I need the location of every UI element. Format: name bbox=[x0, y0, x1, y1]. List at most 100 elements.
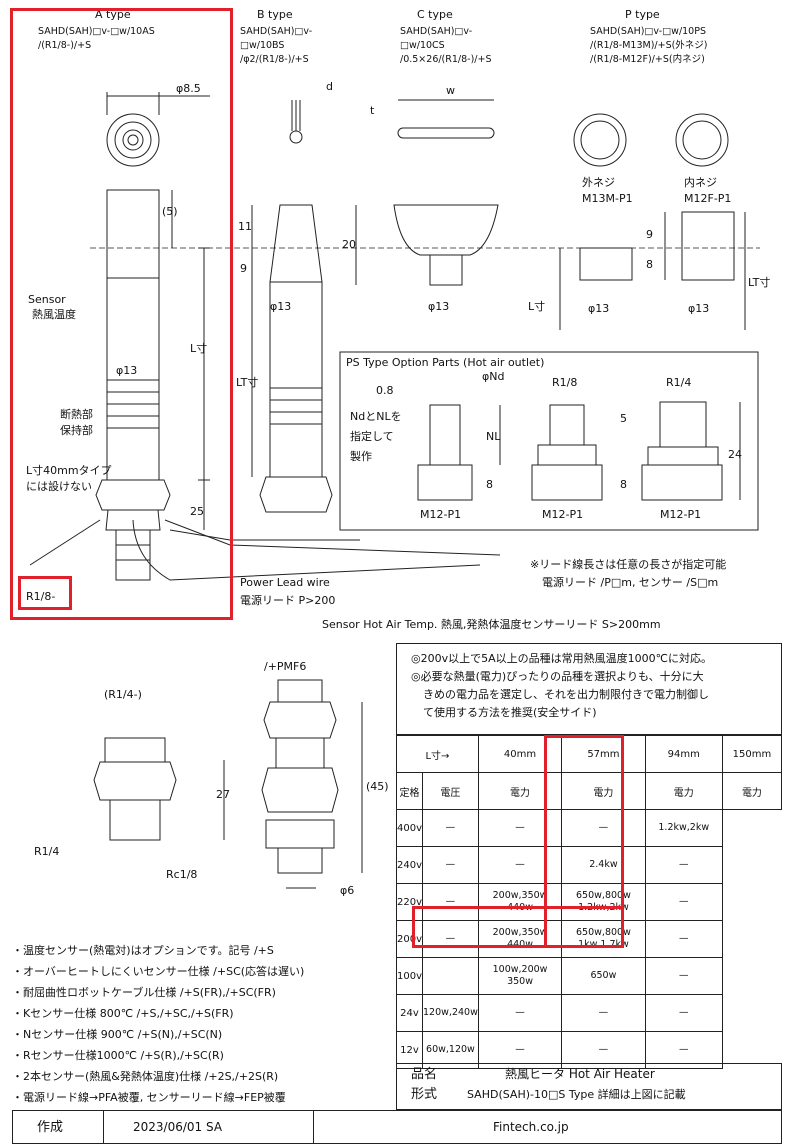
holder-label: 保持部 bbox=[60, 424, 93, 437]
dim-fortyfive: (45) bbox=[366, 780, 389, 793]
power-cell: — bbox=[561, 1031, 646, 1069]
power-cell bbox=[422, 957, 479, 995]
ps-part-1: M12-P1 bbox=[420, 508, 462, 521]
dim-0-8: 0.8 bbox=[376, 384, 394, 397]
inner-thread-part: M12F-P1 bbox=[684, 192, 732, 205]
info-line-4: て使用する方法を推奨(安全サイド) bbox=[423, 706, 597, 719]
voltage-cell: 400v bbox=[395, 809, 424, 847]
form-value: SAHD(SAH)-10□S Type 詳細は上図に記載 bbox=[467, 1088, 686, 1101]
dim-eleven: 11 bbox=[238, 220, 252, 233]
footer-made: 作成 bbox=[37, 1120, 64, 1135]
name-value: 熱風ヒータ Hot Air Heater bbox=[505, 1067, 655, 1081]
sensor-lead-note: Sensor Hot Air Temp. 熱風,発熱体温度センサーリード S>2… bbox=[322, 618, 661, 631]
b-type-model: SAHD(SAH)□v- bbox=[240, 26, 313, 37]
power-cell: 2.4kw bbox=[561, 846, 646, 884]
dim-phi85: φ8.5 bbox=[176, 82, 201, 95]
power-cell: — bbox=[644, 920, 723, 958]
power-cell: — bbox=[644, 994, 723, 1032]
dim-twentyfive: 25 bbox=[190, 505, 204, 518]
footer-site: Fintech.co.jp bbox=[493, 1120, 569, 1134]
dim-five-ps: 5 bbox=[620, 412, 627, 425]
power-cell: — bbox=[644, 883, 723, 921]
highlight-a-type bbox=[10, 8, 233, 620]
dim-twenty: 20 bbox=[342, 238, 356, 251]
a-type-model: SAHD(SAH)□v-□w/10AS bbox=[38, 26, 155, 37]
col-57: 57mm bbox=[561, 735, 646, 773]
dim-t: t bbox=[370, 104, 375, 117]
power-cell: — bbox=[422, 920, 479, 958]
voltage-cell: 24v bbox=[395, 994, 424, 1032]
dim-eight-ps2: 8 bbox=[620, 478, 627, 491]
highlight-r18 bbox=[18, 576, 72, 610]
b-type-suffix: /φ2/(R1/8-)/+S bbox=[240, 54, 309, 65]
dim-phi13-b: φ13 bbox=[270, 300, 292, 313]
info-line-2: ◎必要な熱量(電力)ぴったりの品種を選択よりも、十分に大 bbox=[411, 670, 704, 683]
product-block: 品名 形式 熱風ヒータ Hot Air Heater SAHD(SAH)-10□… bbox=[396, 1063, 782, 1110]
power-header-1: 電力 bbox=[477, 772, 563, 810]
notes-list: ・温度センサー(熱電対)はオプションです。記号 /+S・オーバーヒートしにくいセ… bbox=[12, 940, 304, 1108]
a-type-title: A type bbox=[95, 8, 131, 21]
ps-r18-label: R1/8 bbox=[552, 376, 578, 389]
c-type-model: SAHD(SAH)□v- bbox=[400, 26, 473, 37]
p-type-suffix2: /(R1/8-M12F)/+S(内ネジ) bbox=[590, 54, 705, 65]
ps-part-2: M12-P1 bbox=[542, 508, 584, 521]
voltage-cell: 200v bbox=[395, 920, 424, 958]
c-type-suffix: /0.5×26/(R1/8-)/+S bbox=[400, 54, 492, 65]
rc18-label: Rc1/8 bbox=[166, 868, 198, 881]
p-type-title: P type bbox=[625, 8, 660, 21]
power-cell: 120w,240w bbox=[422, 994, 479, 1032]
c-type-title: C type bbox=[417, 8, 453, 21]
inner-thread-label: 内ネジ bbox=[684, 176, 717, 189]
ps-part-3: M12-P1 bbox=[660, 508, 702, 521]
voltage-header: 電圧 bbox=[422, 772, 479, 810]
power-lead-label: Power Lead wire bbox=[240, 576, 330, 589]
power-cell: — bbox=[422, 809, 479, 847]
dim-phi13-c: φ13 bbox=[428, 300, 450, 313]
dim-LT-b: LT寸 bbox=[236, 376, 259, 389]
spec-table: L寸→ 40mm 57mm 94mm 150mm 定格 電圧 電力 電力 電力 … bbox=[395, 735, 783, 1069]
power-header-3: 電力 bbox=[644, 772, 723, 810]
dim-phiNd: φNd bbox=[482, 370, 505, 383]
nd-note-2: 指定して bbox=[350, 430, 394, 443]
b-type-title: B type bbox=[257, 8, 293, 21]
lead-note-1: ※リード線長さは任意の長さが指定可能 bbox=[530, 558, 727, 571]
col-94: 94mm bbox=[644, 735, 723, 773]
nd-note-1: NdとNLを bbox=[350, 410, 402, 423]
sensor-label: Sensor bbox=[28, 293, 66, 306]
footer: 作成 2023/06/01 SA Fintech.co.jp bbox=[12, 1110, 782, 1144]
dim-eight-p: 8 bbox=[646, 258, 653, 271]
dim-nine-b: 9 bbox=[240, 262, 247, 275]
dim-nine-p: 9 bbox=[646, 228, 653, 241]
col-150: 150mm bbox=[721, 735, 783, 773]
power-cell: — bbox=[644, 957, 723, 995]
outer-thread-label: 外ネジ bbox=[582, 176, 615, 189]
dim-phi6: φ6 bbox=[340, 884, 355, 897]
l-header: L寸→ bbox=[396, 735, 479, 773]
note-line: ・2本センサー(熱風&発熱体温度)仕様 /+2S,/+2S(R) bbox=[12, 1070, 279, 1083]
nd-note-3: 製作 bbox=[350, 450, 372, 463]
dim-L-p: L寸 bbox=[528, 300, 546, 313]
rated-label: 定格 bbox=[395, 772, 424, 810]
l40-note-2: には設けない bbox=[26, 480, 92, 493]
power-cell: — bbox=[561, 809, 646, 847]
note-line: ・電源リード線→PFA被覆, センサーリード線→FEP被覆 bbox=[12, 1091, 286, 1104]
dim-phi13-a: φ13 bbox=[116, 364, 138, 377]
power-header-2: 電力 bbox=[561, 772, 646, 810]
pmf6-label: /+PMF6 bbox=[264, 660, 307, 673]
sensor-jp-label: 熱風温度 bbox=[32, 308, 76, 321]
dim-d: d bbox=[326, 80, 333, 93]
power-cell: 650w bbox=[561, 957, 646, 995]
info-line-1: ◎200v以上で5A以上の品種は常用熱風温度1000℃に対応。 bbox=[411, 652, 712, 665]
dim-LT-p: LT寸 bbox=[748, 276, 771, 289]
power-cell: — bbox=[644, 846, 723, 884]
dim-NL: NL bbox=[486, 430, 501, 443]
power-lead-jp: 電源リード P>200 bbox=[240, 594, 336, 607]
note-line: ・Kセンサー仕様 800℃ /+S,/+SC,/+S(FR) bbox=[12, 1007, 234, 1020]
lead-note-2: 電源リード /P□m, センサー /S□m bbox=[542, 576, 719, 589]
dim-twentyfour: 24 bbox=[728, 448, 742, 461]
voltage-cell: 220v bbox=[395, 883, 424, 921]
r14-paren-label: (R1/4-) bbox=[104, 688, 142, 701]
highlight-200v bbox=[412, 906, 624, 948]
